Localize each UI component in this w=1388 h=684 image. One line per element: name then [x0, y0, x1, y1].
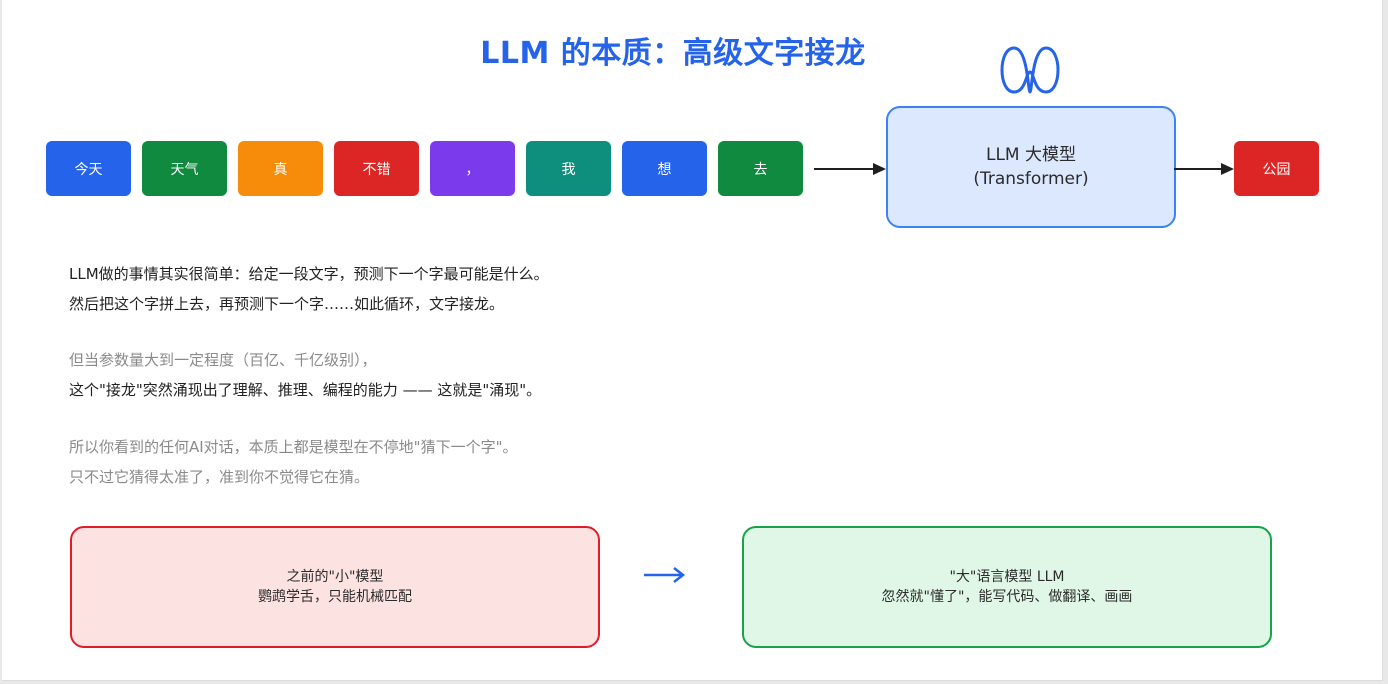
paragraph-1-line-2: 然后把这个字拼上去，再预测下一个字……如此循环，文字接龙。: [69, 295, 505, 313]
input-token: 真: [238, 141, 323, 196]
loop-icon: [1000, 46, 1060, 94]
paragraph-3-line-1: 所以你看到的任何AI对话，本质上都是模型在不停地"猜下一个字"。: [69, 438, 518, 456]
input-token: 天气: [142, 141, 227, 196]
output-arrow-head: [1221, 163, 1234, 175]
paragraph-1-line-1: LLM做的事情其实很简单：给定一段文字，预测下一个字最可能是什么。: [69, 265, 549, 283]
small-model-description: 鹦鹉学舌，只能机械匹配: [258, 589, 412, 605]
paragraph-3-line-2: 只不过它猜得太准了，准到你不觉得它在猜。: [69, 468, 370, 486]
paragraph-2-line-1: 但当参数量大到一定程度（百亿、千亿级别），: [69, 351, 377, 369]
input-token: 今天: [46, 141, 131, 196]
explanation-paragraph-2: 但当参数量大到一定程度（百亿、千亿级别）， 这个"接龙"突然涌现出了理解、推理、…: [69, 345, 541, 405]
paragraph-2-line-2: 这个"接龙"突然涌现出了理解、推理、编程的能力 —— 这就是"涌现"。: [69, 381, 542, 399]
input-arrow-head: [873, 163, 886, 175]
comparison-arrow-icon: [644, 567, 686, 583]
input-token-row: 今天天气真不错，我想去: [46, 141, 803, 196]
large-model-box: "大"语言模型 LLM 忽然就"懂了"，能写代码、做翻译、画画: [742, 526, 1272, 648]
output-token: 公园: [1234, 141, 1319, 196]
small-model-box: 之前的"小"模型 鹦鹉学舌，只能机械匹配: [70, 526, 600, 648]
input-token: 想: [622, 141, 707, 196]
diagram-title: LLM 的本质：高级文字接龙: [480, 36, 866, 71]
output-arrow-line: [1174, 168, 1222, 170]
input-token: 不错: [334, 141, 419, 196]
llm-model-box: LLM 大模型 (Transformer): [886, 106, 1176, 228]
input-arrow-line: [814, 168, 874, 170]
explanation-paragraph-1: LLM做的事情其实很简单：给定一段文字，预测下一个字最可能是什么。 然后把这个字…: [69, 259, 549, 319]
explanation-paragraph-3: 所以你看到的任何AI对话，本质上都是模型在不停地"猜下一个字"。 只不过它猜得太…: [69, 432, 518, 492]
input-token: 我: [526, 141, 611, 196]
input-token: ，: [430, 141, 515, 196]
model-name: LLM 大模型: [985, 145, 1076, 165]
large-model-title: "大"语言模型 LLM: [949, 569, 1065, 585]
input-token: 去: [718, 141, 803, 196]
model-architecture: (Transformer): [973, 169, 1089, 189]
large-model-description: 忽然就"懂了"，能写代码、做翻译、画画: [881, 589, 1133, 605]
small-model-title: 之前的"小"模型: [286, 569, 384, 585]
